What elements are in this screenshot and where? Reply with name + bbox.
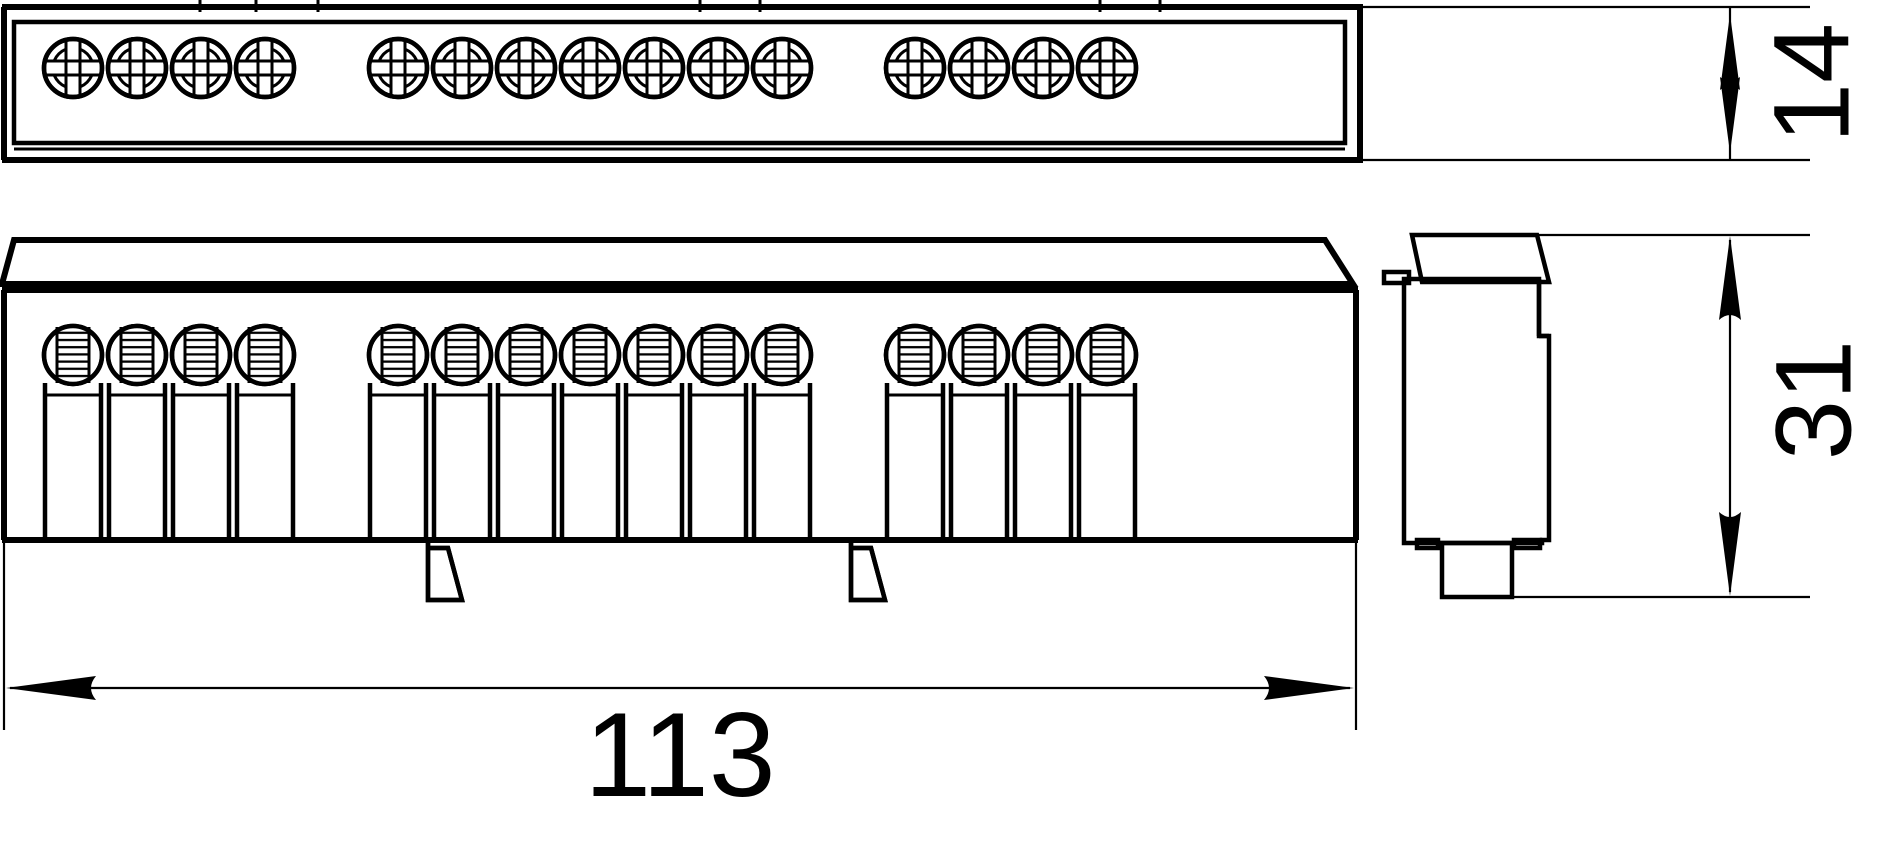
terminal-cell xyxy=(1011,323,1075,540)
terminal-cell xyxy=(233,323,297,540)
screw-head xyxy=(947,36,1011,100)
arrowhead-14-down xyxy=(1720,14,1740,90)
terminal-cell xyxy=(105,323,169,540)
arrowhead-31-up xyxy=(1719,236,1741,320)
screw-head xyxy=(558,36,622,100)
screw-head xyxy=(622,36,686,100)
arrowhead-14-up xyxy=(1720,77,1740,153)
arrowhead-31-down xyxy=(1719,512,1741,596)
front-view-terminal-row xyxy=(41,323,1139,540)
screw-head xyxy=(1011,36,1075,100)
dimension-113: 113 xyxy=(2,540,1358,822)
side-view-foot-notch-left xyxy=(1414,537,1441,551)
terminal-cell xyxy=(1075,323,1139,540)
screw-head xyxy=(430,36,494,100)
top-view-housing-outline xyxy=(1,4,1363,163)
mounting-tab xyxy=(425,540,465,603)
mounting-tab xyxy=(848,540,888,603)
screw-head xyxy=(494,36,558,100)
screw-head xyxy=(233,36,297,100)
arrowhead-113-left xyxy=(6,676,96,700)
front-view-top-cap xyxy=(0,237,1359,293)
dimension-14: 14 xyxy=(1363,5,1872,162)
terminal-cell xyxy=(883,323,947,540)
terminal-cell xyxy=(430,323,494,540)
side-view-mounting-boss xyxy=(1439,540,1515,600)
screw-head xyxy=(686,36,750,100)
dimension-113-text: 113 xyxy=(584,688,775,822)
front-view xyxy=(0,237,1359,603)
screw-head xyxy=(1075,36,1139,100)
screw-head xyxy=(750,36,814,100)
top-view-screw-row xyxy=(41,36,1139,100)
terminal-cell xyxy=(366,323,430,540)
terminal-cell xyxy=(494,323,558,540)
screw-head xyxy=(41,36,105,100)
terminal-cell xyxy=(558,323,622,540)
terminal-cell xyxy=(750,323,814,540)
arrowhead-113-right xyxy=(1264,676,1354,700)
dimension-14-text: 14 xyxy=(1751,23,1872,143)
screw-head xyxy=(883,36,947,100)
side-view xyxy=(1381,232,1810,600)
terminal-cell xyxy=(686,323,750,540)
top-view-segment-dividers xyxy=(198,0,1162,12)
side-view-top-cap xyxy=(1409,232,1552,285)
top-view xyxy=(1,0,1363,163)
screw-head xyxy=(366,36,430,100)
terminal-cell xyxy=(41,323,105,540)
dimension-31: 31 xyxy=(1719,236,1874,596)
dimension-31-text: 31 xyxy=(1753,340,1874,460)
side-view-latch-nub xyxy=(1381,269,1412,286)
terminal-cell xyxy=(169,323,233,540)
terminal-cell xyxy=(947,323,1011,540)
screw-head xyxy=(105,36,169,100)
terminal-cell xyxy=(622,323,686,540)
screw-head xyxy=(169,36,233,100)
